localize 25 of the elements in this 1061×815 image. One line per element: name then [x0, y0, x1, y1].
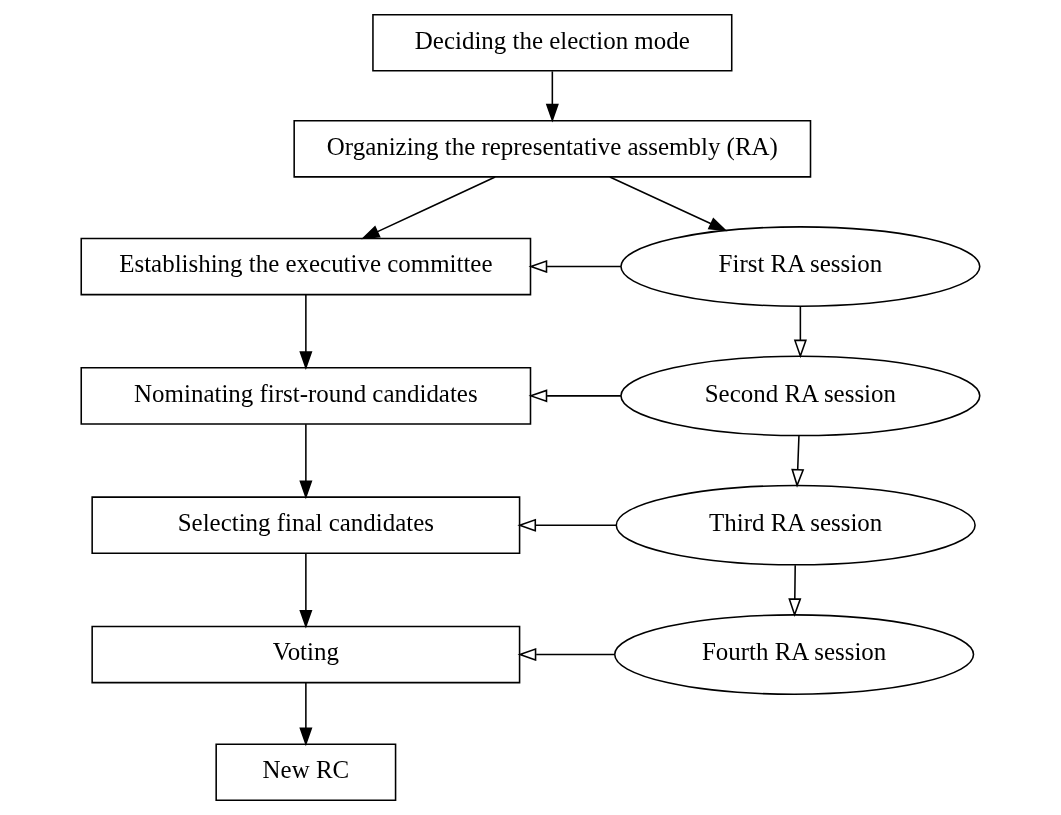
arrow [517, 648, 615, 662]
arrow [528, 389, 622, 403]
arrow [299, 681, 313, 747]
node-box: Voting [91, 625, 521, 684]
arrow [299, 294, 313, 370]
node-box: Selecting final candidates [91, 496, 521, 555]
node-box: Nominating first-round candidates [80, 367, 532, 425]
node-box: Establishing the executive committee [80, 237, 532, 296]
node-box: New RC [215, 743, 397, 802]
arrow [361, 176, 496, 240]
node-box: Deciding the election mode [372, 13, 733, 72]
arrow [517, 518, 617, 532]
arrow [609, 176, 728, 232]
arrow [299, 423, 313, 500]
node-box: Organizing the representative assembly (RA) [293, 119, 812, 178]
node-ellipse: First RA session [620, 226, 981, 307]
arrow [788, 564, 802, 618]
arrow [793, 305, 807, 359]
arrow [545, 70, 559, 123]
node-ellipse: Fourth RA session [613, 614, 975, 695]
arrow [299, 552, 313, 629]
node-ellipse: Second RA session [620, 355, 981, 437]
arrow [791, 435, 805, 488]
node-ellipse: Third RA session [615, 484, 976, 566]
arrow [528, 260, 622, 274]
